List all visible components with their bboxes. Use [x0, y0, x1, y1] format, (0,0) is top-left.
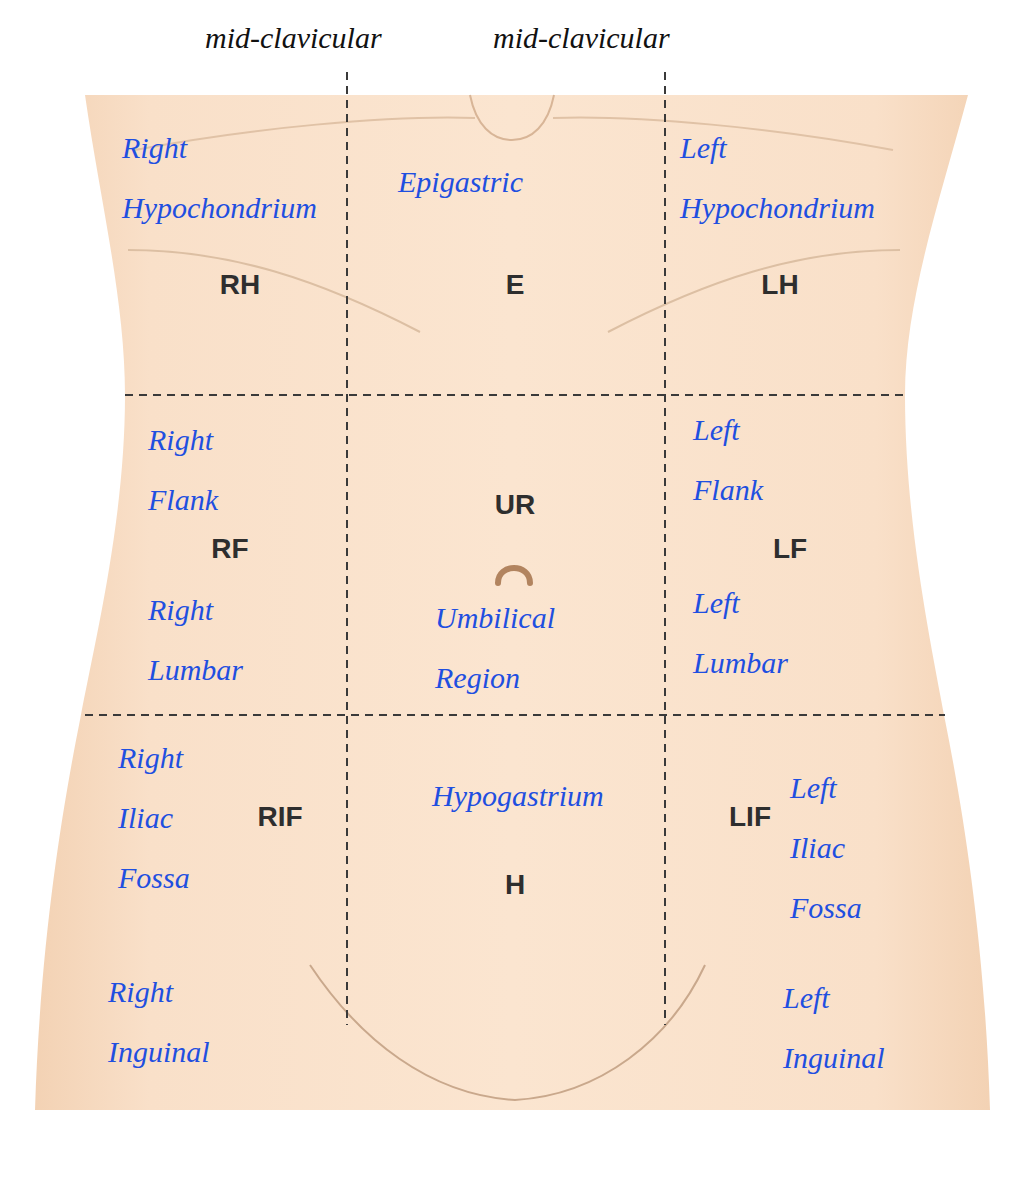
region-name: Left Hypochondrium [680, 118, 905, 238]
region-abbreviation: UR [465, 488, 565, 522]
abdominal-region: Right FlankRF Right Lumbar [40, 395, 347, 715]
groin-line [310, 965, 705, 1100]
region-abbreviation: LH [730, 268, 830, 302]
subcostal-line [125, 394, 905, 396]
region-abbreviation: LIF [700, 800, 800, 834]
torso-outline [35, 95, 990, 1110]
region-grid [85, 72, 945, 1025]
region-abbreviation: RF [180, 532, 280, 566]
region-name: Right Iliac Fossa [118, 728, 208, 908]
region-abbreviation: RH [190, 268, 290, 302]
abdominal-region: Right Iliac Fossa RIF Right Inguinal [40, 715, 347, 1110]
abdominal-region: Left HypochondriumLH [665, 95, 990, 395]
navel [498, 568, 530, 583]
region-abbreviation: E [465, 268, 565, 302]
region-name: Hypogastrium [432, 766, 622, 826]
rib-margin [608, 250, 900, 332]
intertubercular-line [85, 714, 945, 716]
region-name: Right Hypochondrium [122, 118, 337, 238]
abdominal-region: Left FlankLF Left Lumbar [665, 395, 990, 715]
abdominal-region: HypogastriumH [347, 715, 665, 1110]
region-abbreviation: LF [740, 532, 840, 566]
region-name: Left Flank [693, 400, 793, 520]
region-name: Right Lumbar [148, 580, 258, 700]
abdominal-region: Left Iliac FossaLIF Left Inguinal [665, 715, 990, 1110]
line-label: mid-clavicular [205, 18, 382, 57]
region-abbreviation: RIF [230, 800, 330, 834]
region-name: Left Iliac Fossa [790, 758, 885, 938]
abdominal-region: UR Umbilical Region [347, 395, 665, 715]
line-label: mid-clavicular [493, 18, 670, 57]
region-name: Right Flank [148, 410, 248, 530]
region-name: Left Inguinal [783, 968, 903, 1088]
midclavicular-line [346, 72, 348, 1025]
midclavicular-line [664, 72, 666, 1025]
region-name: Left Lumbar [693, 573, 803, 693]
region-abbreviation: H [465, 868, 565, 902]
region-name: Right Inguinal [108, 962, 238, 1082]
abdominal-region: EpigastricE [347, 95, 665, 395]
region-name: Umbilical Region [435, 588, 585, 708]
sternal-notch [470, 95, 554, 140]
abdominal-region: Right HypochondriumRH [40, 95, 347, 395]
rib-margin [128, 250, 420, 332]
region-name: Epigastric [398, 152, 578, 212]
